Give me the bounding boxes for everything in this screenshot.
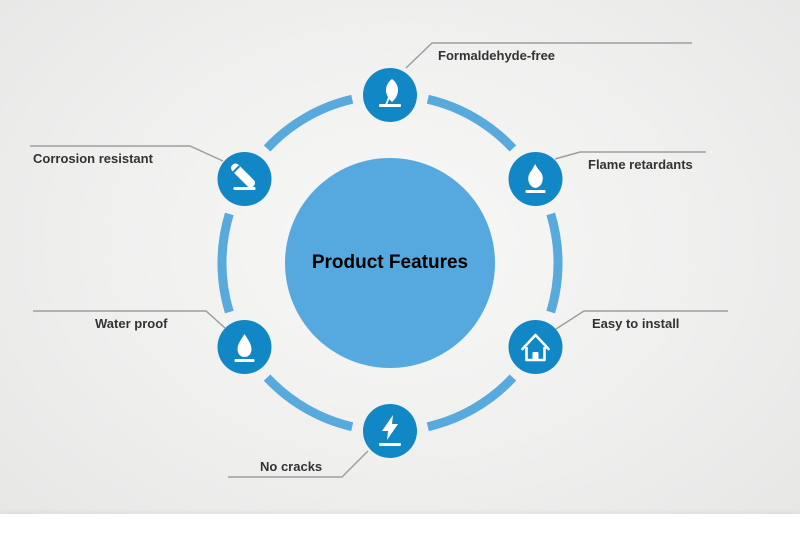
leader-line-flame-retardants: [554, 151, 706, 160]
leader-line-corrosion-resistant: [30, 145, 224, 162]
flame-glyph: [528, 164, 543, 188]
ring-arc: [546, 212, 563, 314]
ring-arc: [217, 212, 234, 314]
lightning-bolt: [382, 415, 398, 440]
feature-icon-flame-retardants: [508, 152, 563, 206]
water-drop-icon: [234, 334, 255, 362]
feature-ring: [217, 94, 563, 432]
icon-base-bar: [525, 190, 546, 193]
icon-base-bar: [234, 359, 255, 362]
feature-icon-formaldehyde-free: [363, 68, 417, 122]
test-tube-mouth: [230, 165, 241, 175]
lightning-icon: [379, 415, 401, 446]
leader-line-easy-to-install: [555, 310, 728, 330]
leader-lines: [30, 42, 728, 478]
house-door: [532, 352, 539, 360]
feature-label-no-cracks: No cracks: [260, 459, 323, 474]
feature-label-formaldehyde-free: Formaldehyde-free: [438, 48, 556, 63]
ring-arc: [263, 374, 354, 432]
feature-icon-no-cracks: [363, 404, 417, 458]
feature-icon-easy-to-install: [508, 320, 563, 374]
leader-line-water-proof: [33, 310, 226, 329]
feature-label-flame-retardants: Flame retardants: [588, 157, 693, 172]
feature-icon-corrosion-resistant: [217, 152, 272, 206]
ring-arc: [263, 94, 354, 152]
feature-icon-water-proof: [217, 320, 272, 374]
test-tube-icon: [230, 163, 256, 190]
icon-base-bar: [379, 104, 401, 107]
ring-arc: [426, 94, 517, 152]
ring-arc: [426, 374, 517, 432]
icon-base-bar: [233, 187, 256, 190]
feature-label-corrosion-resistant: Corrosion resistant: [33, 151, 153, 166]
bottom-strip: [0, 514, 800, 538]
house-roof: [521, 333, 550, 351]
leaf-icon: [379, 79, 401, 107]
center-circle: [285, 158, 495, 368]
test-tube-glyph: [231, 163, 255, 188]
flame-icon: [525, 164, 546, 193]
feature-label-easy-to-install: Easy to install: [592, 316, 680, 331]
house-icon: [521, 333, 550, 362]
drop-glyph: [237, 334, 252, 357]
leaf-stem: [385, 82, 395, 106]
icon-circle: [508, 320, 563, 374]
icon-base-bar: [379, 443, 401, 446]
diagram-title: Product Features: [311, 252, 469, 273]
feature-label-water-proof: Water proof: [95, 316, 168, 331]
leader-line-formaldehyde-free: [405, 42, 692, 69]
leader-line-no-cracks: [228, 450, 369, 478]
